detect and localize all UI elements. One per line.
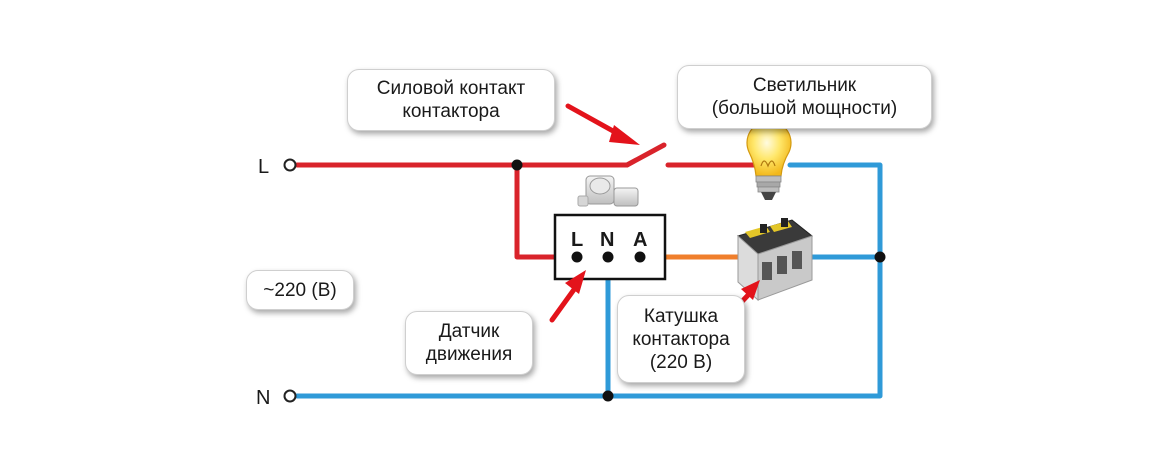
callout-power-contact: Силовой контакт контактора xyxy=(347,69,555,131)
callout-motion-sensor-line1: Датчик xyxy=(438,321,500,342)
node-sensor-a xyxy=(634,251,646,263)
pointer-arrows xyxy=(549,103,760,323)
callout-coil-line1: Катушка xyxy=(643,305,719,327)
callout-power-contact-line2: контактора xyxy=(402,101,500,122)
terminal-line-label: L xyxy=(258,156,269,178)
sensor-pin-a: A xyxy=(633,229,647,251)
voltage-label: ~220 (В) xyxy=(263,279,337,301)
phase-wiring xyxy=(294,142,760,260)
sensor-pin-l: L xyxy=(571,229,583,251)
contact-blade xyxy=(624,142,667,168)
callout-coil-line2: контактора xyxy=(632,328,730,350)
terminal-neutral-label: N xyxy=(256,387,270,409)
node-neutral-coil xyxy=(874,251,886,263)
voltage-badge: ~220 (В) xyxy=(246,270,354,310)
terminal-neutral: N xyxy=(256,387,297,409)
callout-lamp: Светильник (большой мощности) xyxy=(677,65,932,129)
junction-nodes xyxy=(511,159,886,402)
motion-sensor-icon xyxy=(577,175,639,207)
callout-motion-sensor-line2: движения xyxy=(425,344,513,365)
light-bulb-icon xyxy=(746,120,792,200)
sensor-terminal-box xyxy=(553,213,667,281)
callout-lamp-line2: (большой мощности) xyxy=(711,98,898,119)
callout-motion-sensor: Датчик движения xyxy=(405,311,533,375)
callout-lamp-line1: Светильник xyxy=(752,75,857,96)
node-neutral-split xyxy=(602,390,614,402)
callout-power-contact-line1: Силовой контакт xyxy=(376,78,526,99)
arrow-to-power-contact xyxy=(565,103,640,145)
arrow-to-sensor xyxy=(549,270,586,323)
sensor-pin-n: N xyxy=(600,229,614,251)
callout-coil-line3: (220 В) xyxy=(649,351,713,373)
neutral-wire-main xyxy=(294,162,883,399)
terminal-line: L xyxy=(258,156,297,178)
motion-sensor-block: L N A xyxy=(553,213,667,281)
node-phase-split xyxy=(511,159,523,171)
callout-coil: Катушка контактора (220 В) xyxy=(617,295,745,383)
node-sensor-l xyxy=(571,251,583,263)
node-sensor-n xyxy=(602,251,614,263)
